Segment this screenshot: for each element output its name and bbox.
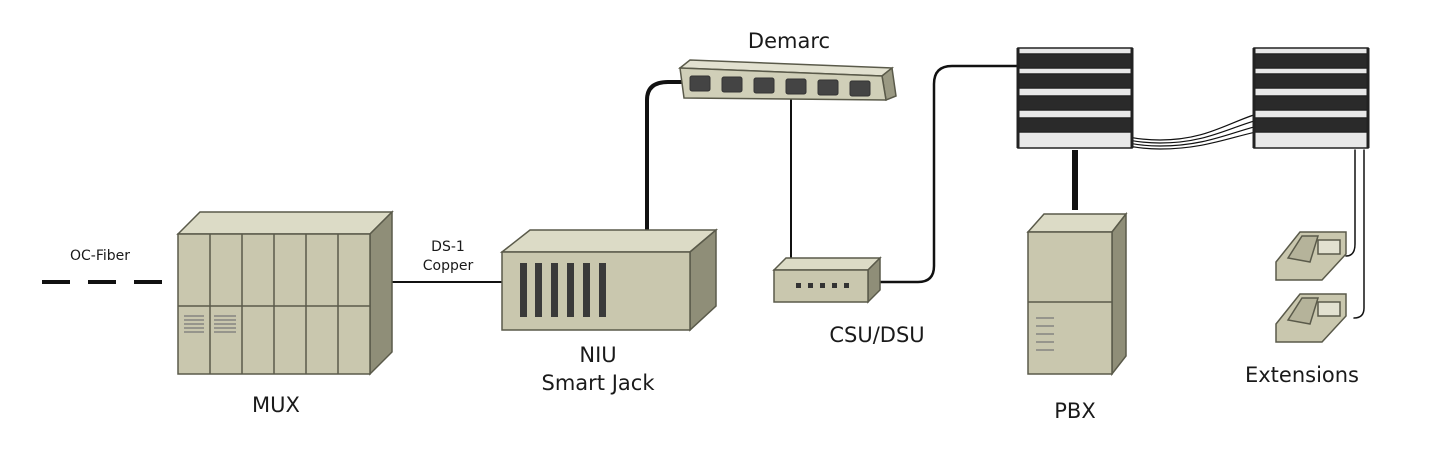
- demarc-patch-panel: [677, 59, 897, 102]
- oc-fiber-label: OC-Fiber: [70, 248, 130, 264]
- patch-rack-left: [1016, 47, 1134, 149]
- ds1-label-line1: DS-1: [431, 239, 465, 255]
- mux-cabinet: [176, 210, 394, 376]
- niu-cards: [520, 263, 606, 317]
- extensions-label: Extensions: [1245, 363, 1359, 387]
- mux-label: MUX: [252, 393, 300, 417]
- pbx-vent: [1036, 317, 1054, 351]
- niu-label-line1: NIU: [579, 343, 616, 367]
- csu-dsu-label: CSU/DSU: [829, 323, 924, 347]
- niu-demarc-cable: [645, 80, 692, 232]
- telephone-icon: [1275, 293, 1347, 343]
- ds1-label-line2: Copper: [423, 258, 474, 274]
- cables: [42, 64, 1365, 319]
- csu-rack-cable: [878, 64, 1020, 284]
- csu-leds: [796, 283, 849, 288]
- mux-vent-1: [184, 315, 204, 333]
- extension-line-2: [1353, 149, 1365, 319]
- csu-dsu-unit: [772, 256, 882, 304]
- pbx-label: PBX: [1054, 399, 1095, 423]
- telephone-icon: [1275, 231, 1347, 281]
- pbx-cabinet: [1026, 211, 1128, 377]
- mux-vent-2: [214, 315, 236, 333]
- demarc-jacks: [689, 75, 871, 97]
- patch-rack-right: [1252, 47, 1370, 149]
- extension-line-1: [1345, 149, 1356, 257]
- demarc-label: Demarc: [748, 29, 830, 53]
- niu-smart-jack: [499, 228, 719, 332]
- niu-label-line2: Smart Jack: [542, 371, 656, 395]
